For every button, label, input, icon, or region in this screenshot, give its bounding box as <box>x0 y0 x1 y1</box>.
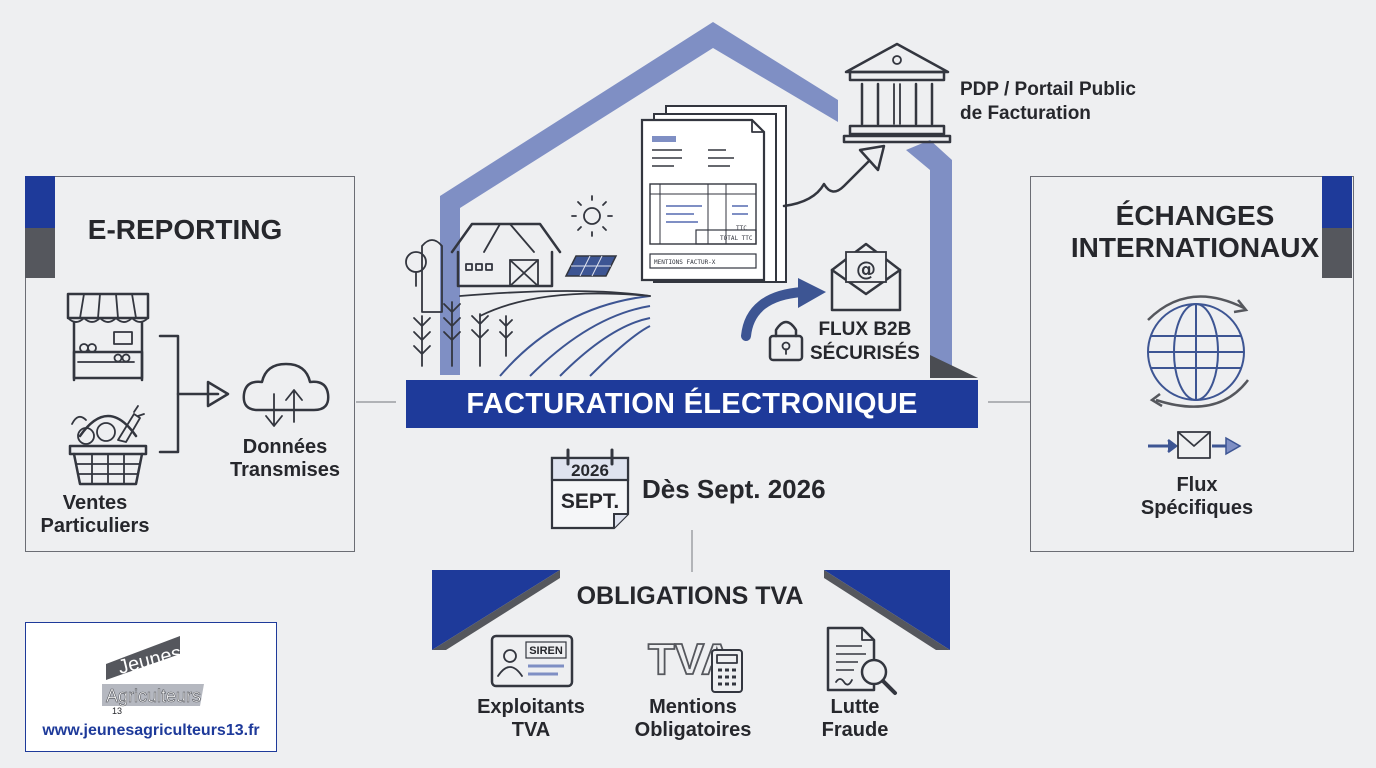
logo-number: 13 <box>112 706 122 716</box>
obligations-header-shape <box>432 570 950 650</box>
obligations-title: OBLIGATIONS TVA <box>576 582 804 610</box>
facturation-banner: FACTURATION ÉLECTRONIQUE <box>406 380 978 428</box>
donnees-transmises-label: Données Transmises <box>229 436 341 481</box>
globe-icon <box>1147 295 1249 408</box>
panel-accent-gray <box>1322 228 1352 278</box>
echanges-title: ÉCHANGES INTERNATIONAUX <box>1070 200 1320 263</box>
e-reporting-panel <box>25 176 355 552</box>
upload-arrow <box>782 144 886 208</box>
calendar-year: 2026 <box>571 461 609 480</box>
invoice-total-ttc: TOTAL TTC <box>720 235 753 242</box>
envelope-arrow-icon <box>1148 431 1242 459</box>
calendar-icon: 2026 SEPT. <box>550 448 630 530</box>
flux-specifiques-label: Flux Spécifiques <box>1140 474 1254 519</box>
logo-agriculteurs: Agriculteurs <box>106 686 201 706</box>
padlock-icon <box>768 320 804 362</box>
panel-accent-navy <box>25 176 55 228</box>
document-magnifier-icon <box>826 626 897 695</box>
jeunes-agriculteurs-logo: Jeunes Agriculteurs 13 <box>102 636 204 716</box>
farm-scene <box>405 195 651 377</box>
svg-text:@: @ <box>856 257 876 281</box>
echanges-panel <box>1030 176 1354 552</box>
e-reporting-title: E-REPORTING <box>87 214 283 245</box>
basket-icon <box>68 405 148 486</box>
curved-arrow <box>741 278 826 341</box>
mentions-obligatoires-label: Mentions Obligatoires <box>634 696 752 741</box>
ventes-particuliers-label: Ventes Particuliers <box>40 492 150 537</box>
market-stall-icon <box>66 292 150 382</box>
invoice-stack-icon: TOTAL TTC TTC MENTIONS FACTUR-X <box>640 105 787 283</box>
bank-icon <box>842 42 952 144</box>
date-label: Dès Sept. 2026 <box>642 474 826 504</box>
website-link[interactable]: www.jeunesagriculteurs13.fr <box>42 722 260 739</box>
panel-accent-navy <box>1322 176 1352 228</box>
invoice-ttc: TTC <box>736 225 747 232</box>
exploitants-tva-label: Exploitants TVA <box>477 696 585 741</box>
tva-calculator-icon: TVA <box>647 634 743 693</box>
flux-b2b-label: FLUX B2B SÉCURISÉS <box>810 319 920 364</box>
invoice-mentions: MENTIONS FACTUR-X <box>654 259 716 266</box>
calendar-month: SEPT. <box>561 490 619 513</box>
cloud-transfer-icon <box>242 362 330 427</box>
merge-arrow <box>158 334 230 454</box>
siren-badge: SIREN <box>529 645 563 657</box>
siren-card-icon: SIREN <box>490 634 574 688</box>
email-envelope-icon: @ <box>830 242 902 312</box>
panel-accent-gray <box>25 228 55 278</box>
lutte-fraude-label: Lutte Fraude <box>821 696 889 741</box>
pdp-label: PDP / Portail Public de Facturation <box>960 79 1136 124</box>
